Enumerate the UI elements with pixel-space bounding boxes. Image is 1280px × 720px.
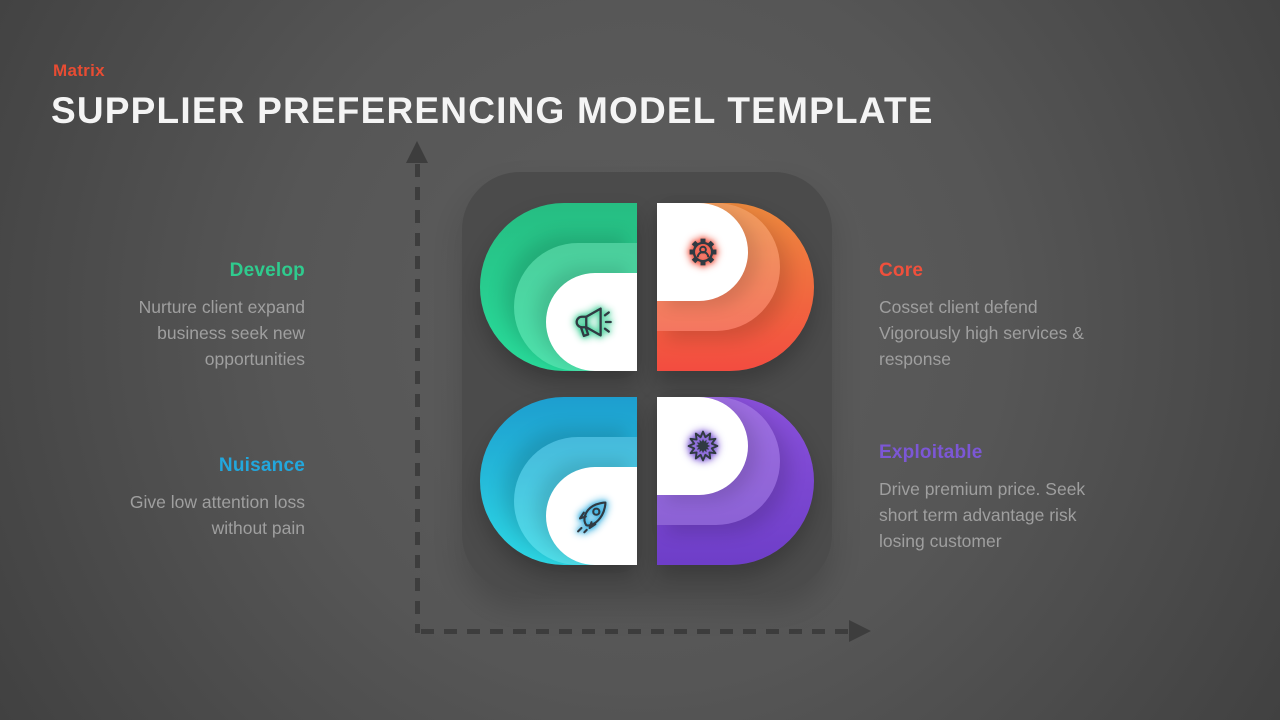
quadrant-exploitable: [657, 397, 814, 565]
nuisance-heading: Nuisance: [218, 455, 305, 476]
quadrant-nuisance-blob: [546, 467, 637, 565]
page-title: SUPPLIER PREFERENCING MODEL TEMPLATE: [51, 90, 934, 131]
gear-user-icon: [680, 229, 726, 275]
slide-tag: Matrix: [53, 61, 105, 80]
label-block-develop: Develop Nurture client expand business s…: [105, 259, 305, 372]
rocket-icon: [569, 493, 615, 539]
core-heading: Core: [879, 260, 924, 281]
quadrant-develop: [480, 203, 637, 371]
exploitable-heading: Exploitable: [879, 442, 983, 463]
x-axis-arrow-icon: [849, 620, 871, 642]
exploitable-description: Drive premium price. Seek short term adv…: [879, 479, 1086, 551]
label-block-core: Core Cosset client defend Vigorously hig…: [879, 259, 1111, 372]
develop-description: Nurture client expand business seek new …: [138, 297, 305, 369]
label-block-nuisance: Nuisance Give low attention loss without…: [105, 454, 305, 541]
y-axis-arrow-icon: [406, 141, 428, 163]
y-axis-line: [415, 164, 420, 633]
quadrant-core-blob: [657, 203, 748, 301]
develop-heading: Develop: [229, 260, 305, 281]
quadrant-core: [657, 203, 814, 371]
matrix-container: [462, 172, 832, 592]
x-axis-line: [421, 629, 850, 634]
core-description: Cosset client defend Vigorously high ser…: [879, 297, 1084, 369]
quadrant-exploitable-blob: [657, 397, 748, 495]
megaphone-icon: [569, 299, 615, 345]
nuisance-description: Give low attention loss without pain: [129, 492, 305, 538]
quadrant-nuisance: [480, 397, 637, 565]
starburst-icon: [680, 423, 726, 469]
quadrant-develop-blob: [546, 273, 637, 371]
label-block-exploitable: Exploitable Drive premium price. Seek sh…: [879, 441, 1111, 554]
